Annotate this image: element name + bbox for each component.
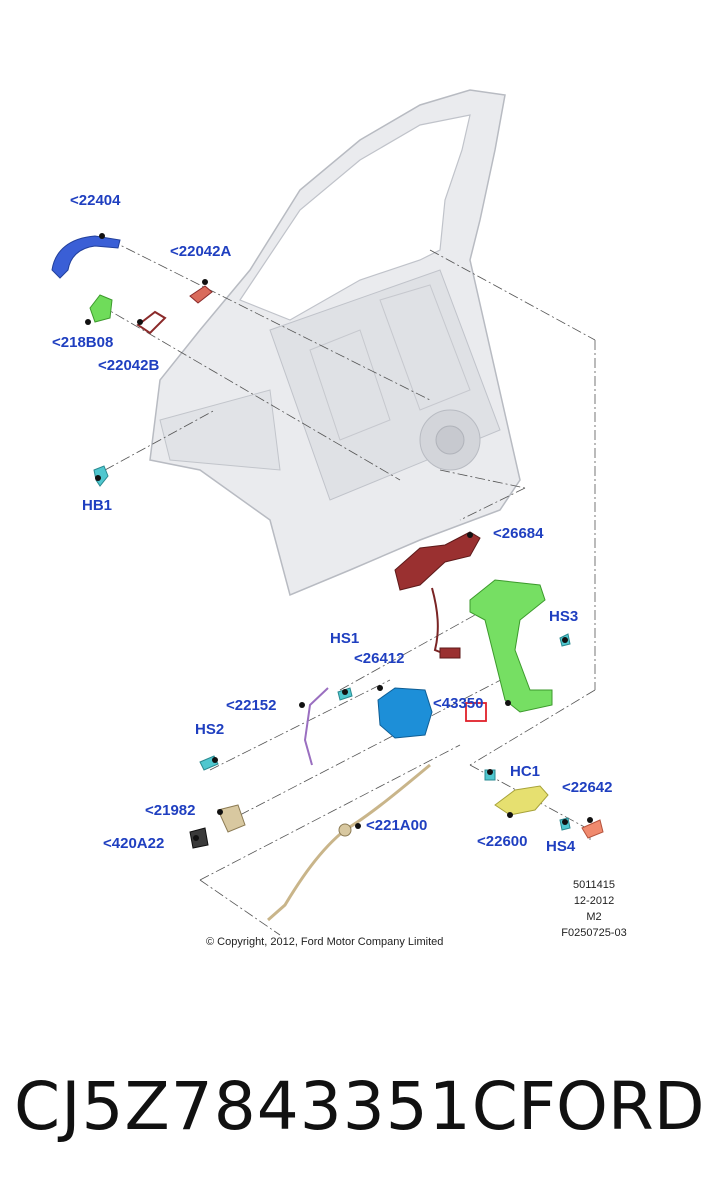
leader-lines xyxy=(99,239,596,936)
callout-hb1[interactable]: HB1 xyxy=(82,497,113,514)
callout-hs4[interactable]: HS4 xyxy=(546,838,576,855)
callout-26684[interactable]: <26684 xyxy=(493,525,544,542)
callout-218b08[interactable]: <218B08 xyxy=(52,334,114,351)
callout-hc1[interactable]: HC1 xyxy=(510,763,541,780)
callout-22642[interactable]: <22642 xyxy=(562,779,613,796)
handle-cover-part xyxy=(89,294,113,323)
callout-43350[interactable]: <43350 xyxy=(433,695,484,712)
gasket-b-part xyxy=(136,310,167,335)
callout-21982[interactable]: <21982 xyxy=(145,802,196,819)
callout-22152[interactable]: <22152 xyxy=(226,697,277,714)
callout-22042a[interactable]: <22042A xyxy=(170,243,232,260)
rear-door-shell xyxy=(149,89,521,597)
callout-26412[interactable]: <26412 xyxy=(354,650,405,667)
bezel-22642-part xyxy=(581,819,604,839)
interior-handle-part xyxy=(494,785,549,816)
callout-hs3[interactable]: HS3 xyxy=(549,608,579,625)
diagram-revision: M2 xyxy=(586,911,602,923)
cable-clip-part xyxy=(217,804,246,833)
part-number-label: CJ5Z7843351C xyxy=(14,1068,519,1145)
callout-420a22[interactable]: <420A22 xyxy=(103,835,165,852)
callout-221a00[interactable]: <221A00 xyxy=(366,817,428,834)
control-rod-part xyxy=(303,687,329,766)
brand-label: FORD xyxy=(518,1068,705,1145)
callout-hs2[interactable]: HS2 xyxy=(195,721,225,738)
latch-bracket-part xyxy=(469,579,553,713)
copyright-notice: © Copyright, 2012, Ford Motor Company Li… xyxy=(206,936,444,948)
gasket-a-part xyxy=(189,285,213,304)
diagram-date: 12-2012 xyxy=(573,895,615,907)
diagram-code: F0250725-03 xyxy=(561,927,627,939)
exterior-handle-part xyxy=(51,235,121,279)
handle-frame-part xyxy=(394,531,481,659)
callout-22600[interactable]: <22600 xyxy=(477,833,528,850)
diagram-id: 5011415 xyxy=(572,879,615,891)
callout-hs1[interactable]: HS1 xyxy=(330,630,360,647)
callout-22042b[interactable]: <22042B xyxy=(98,357,160,374)
highlight-box xyxy=(465,702,487,722)
door-latch-part xyxy=(377,687,433,739)
callout-dots xyxy=(85,233,593,841)
callout-22404[interactable]: <22404 xyxy=(70,192,121,209)
exploded-door-diagram xyxy=(51,89,604,936)
